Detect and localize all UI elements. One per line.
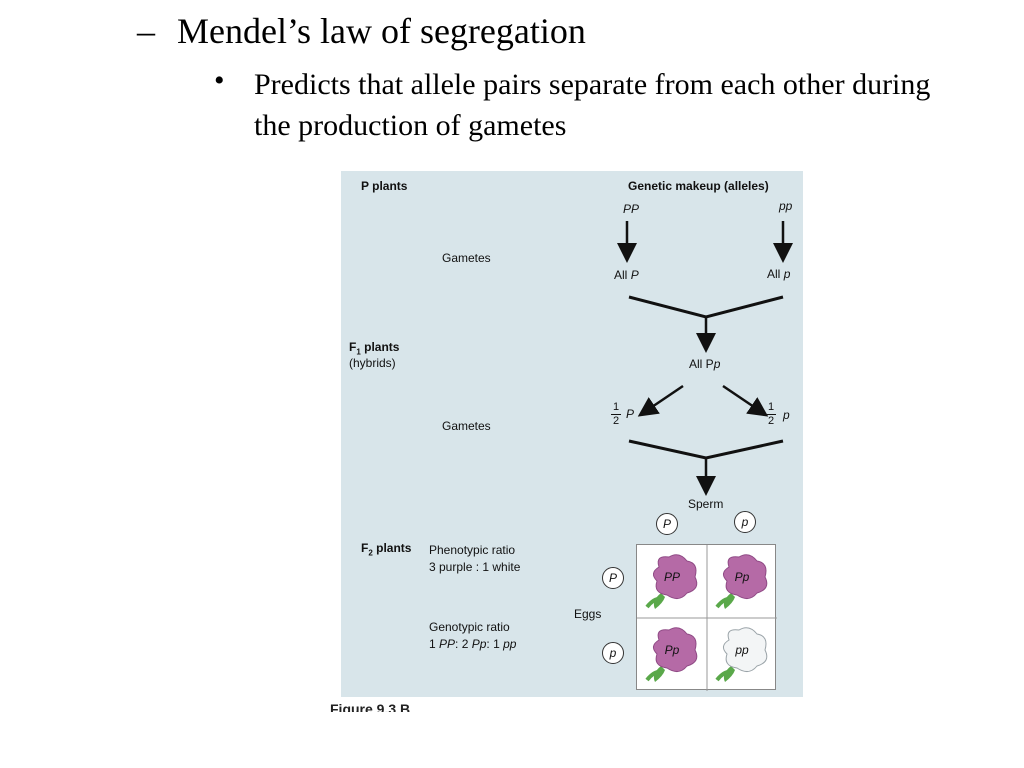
half-P-arrow (637, 384, 684, 417)
egg-P-circle: P (602, 567, 624, 589)
sub-bullet: • (214, 64, 225, 97)
cell-genotype: pp (735, 643, 749, 657)
genetic-makeup-label: Genetic makeup (alleles) (628, 179, 769, 193)
slide-heading: Mendel’s law of segregation (177, 11, 586, 51)
punnett-grid-lines (637, 545, 777, 691)
purple-flower-icon (645, 554, 698, 609)
figure-caption: Figure 9.3 B (330, 702, 411, 712)
egg-p-circle: p (602, 642, 624, 664)
cell-genotype: Pp (734, 570, 750, 584)
punnett-cell-Pp-bottom: Pp (637, 618, 707, 691)
heading-bullet: – (137, 11, 155, 51)
half-p-allele: p (783, 408, 790, 422)
gametes-label-2: Gametes (442, 419, 491, 433)
sperm-label: Sperm (688, 497, 724, 511)
genotypic-ratio-value: 1 PP: 2 Pp: 1 pp (429, 637, 517, 651)
all-P-label: All P (614, 268, 639, 282)
slide-subtext: Predicts that allele pairs separate from… (254, 68, 931, 142)
phenotypic-ratio-value: 3 purple : 1 white (429, 560, 521, 574)
p-plants-label: P plants (361, 179, 408, 193)
eggs-label: Eggs (574, 607, 602, 621)
sperm-P-circle: P (656, 513, 678, 535)
pp-recessive-label: pp (779, 199, 793, 213)
cell-genotype: PP (663, 570, 680, 584)
punnett-cell-pp: pp (707, 618, 777, 691)
pp-dominant-label: PP (623, 202, 640, 216)
phenotypic-ratio-title: Phenotypic ratio (429, 543, 516, 557)
white-flower-icon (715, 627, 768, 682)
f1-cross-line (628, 295, 784, 319)
all-Pp-label: All Pp (689, 357, 721, 371)
allele-P: P (630, 268, 639, 282)
punnett-cell-Pp-top: Pp (707, 545, 777, 618)
gametes-label-1: Gametes (442, 251, 491, 265)
purple-flower-icon (645, 627, 698, 682)
purple-flower-icon (715, 554, 768, 609)
punnett-square: PP Pp Pp pp (636, 544, 777, 691)
sperm-p-circle: p (734, 511, 756, 533)
all-text: All (767, 267, 781, 281)
allele-p: p (783, 267, 791, 281)
all-text: All (614, 268, 628, 282)
genotypic-ratio-title: Genotypic ratio (429, 620, 510, 634)
f2-plants-label: F2 plants (361, 541, 412, 558)
all-p-label: All p (767, 267, 790, 281)
f2-cross-line (628, 439, 784, 460)
cross-arrows (617, 221, 793, 496)
half-p-arrow (722, 384, 769, 417)
hybrids-label: (hybrids) (349, 356, 396, 370)
cell-genotype: Pp (664, 643, 680, 657)
half-P-allele: P (626, 407, 635, 421)
f1-plants-label: F1 plants (349, 340, 400, 357)
segregation-figure: P plants Genetic makeup (alleles) PP pp … (341, 171, 803, 697)
punnett-cell-PP: PP (637, 545, 707, 618)
